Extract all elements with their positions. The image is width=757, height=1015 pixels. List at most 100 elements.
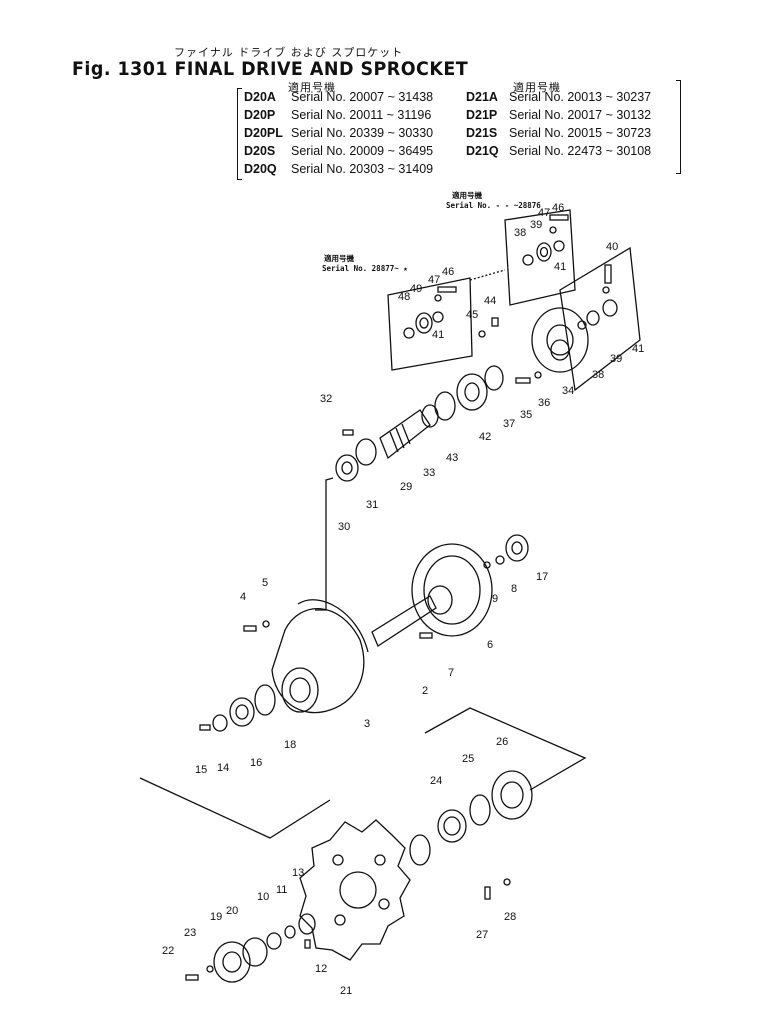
part-18-oring xyxy=(254,684,276,716)
part-label-39: 39 xyxy=(610,353,622,365)
part-label-2: 2 xyxy=(422,685,428,697)
part-label-5: 5 xyxy=(262,577,268,589)
part-label-26: 26 xyxy=(496,736,508,748)
serial-range: Serial No. 20013 ~ 30237 xyxy=(509,90,652,104)
part-11-washer xyxy=(284,925,296,939)
part-label-46: 46 xyxy=(552,202,564,214)
serial-left-row: D20Q Serial No. 20303 ~ 31409 xyxy=(244,162,433,176)
figure-title: Fig. 1301 FINAL DRIVE AND SPROCKET xyxy=(72,58,469,80)
part-label-8: 8 xyxy=(511,583,517,595)
part-label-34: 34 xyxy=(562,385,574,397)
part-31-seal xyxy=(355,438,377,466)
part-label-42: 42 xyxy=(479,431,491,443)
model-code: D20S xyxy=(244,144,276,158)
serial-left-row: D20PL Serial No. 20339 ~ 30330 xyxy=(244,126,433,140)
part-label-41: 41 xyxy=(432,329,444,341)
part-45-plug xyxy=(478,330,486,338)
part-label-27: 27 xyxy=(476,929,488,941)
part-label-47: 47 xyxy=(428,274,440,286)
model-code: D20P xyxy=(244,108,276,122)
model-code: D20PL xyxy=(244,126,283,140)
part-label-28: 28 xyxy=(504,911,516,923)
serial-range: Serial No. 20017 ~ 30132 xyxy=(509,108,652,122)
serial-bracket-left xyxy=(237,88,242,180)
part-17-bearing xyxy=(505,534,529,562)
part-label-44: 44 xyxy=(484,295,496,307)
part-20-gasket xyxy=(242,937,268,967)
serial-range: Serial No. 20015 ~ 30723 xyxy=(509,126,652,140)
part-label-22: 22 xyxy=(162,945,174,957)
part-label-48: 48 xyxy=(398,291,410,303)
part-24-seal xyxy=(437,809,467,843)
part-30-bearing xyxy=(335,454,359,482)
part-label-29: 29 xyxy=(400,481,412,493)
part-49-bearing xyxy=(415,312,433,334)
part-3-housing xyxy=(271,607,365,714)
part-25-oring-left xyxy=(409,834,431,866)
model-code: D21A xyxy=(466,90,498,104)
part-6-gear xyxy=(411,543,493,637)
applicable-label-right: 適用号機 xyxy=(513,81,561,94)
part-19-cover xyxy=(213,941,251,983)
serial-right-row: D21Q Serial No. 22473 ~ 30108 xyxy=(466,144,651,158)
part-29-pinion-shaft xyxy=(379,409,431,460)
part-38-ring xyxy=(522,254,534,266)
part-43-oring xyxy=(434,391,456,421)
serial-range: Serial No. 20011 ~ 31196 xyxy=(291,108,432,122)
inset-left-note-serial: Serial No. 28877~ ★ xyxy=(322,264,408,273)
part-label-25: 25 xyxy=(462,753,474,765)
part-26-hub-housing xyxy=(491,770,533,820)
part-label-40: 40 xyxy=(606,241,618,253)
part-label-37: 37 xyxy=(503,418,515,430)
part-label-41: 41 xyxy=(632,343,644,355)
serial-range: Serial No. 22473 ~ 30108 xyxy=(509,144,652,158)
inset-box-left xyxy=(387,277,473,371)
part-label-46: 46 xyxy=(442,266,454,278)
serial-range: Serial No. 20303 ~ 31409 xyxy=(291,162,434,176)
serial-range: Serial No. 20009 ~ 36495 xyxy=(291,144,434,158)
inset-box-sprocket-hub xyxy=(559,246,641,392)
part-label-12: 12 xyxy=(315,963,327,975)
part-label-36: 36 xyxy=(538,397,550,409)
part-label-13: 13 xyxy=(292,867,304,879)
part-label-3: 3 xyxy=(364,718,370,730)
part-label-23: 23 xyxy=(184,927,196,939)
part-label-43: 43 xyxy=(446,452,458,464)
part-21-sprocket xyxy=(299,819,411,961)
part-34-hub xyxy=(531,307,589,373)
serial-bracket-right xyxy=(676,80,681,174)
part-label-14: 14 xyxy=(217,762,229,774)
inset-right-note-serial: Serial No. - - ~28876 xyxy=(446,201,541,210)
serial-right-row: D21A Serial No. 20013 ~ 30237 xyxy=(466,90,651,104)
part-label-21: 21 xyxy=(340,985,352,997)
inset-left-note-jp: 適用号機 xyxy=(324,254,354,263)
part-42-housing xyxy=(456,373,488,411)
part-label-10: 10 xyxy=(257,891,269,903)
model-code: D21Q xyxy=(466,144,499,158)
model-code: D20Q xyxy=(244,162,277,176)
part-label-39: 39 xyxy=(530,219,542,231)
applicable-label-left: 適用号機 xyxy=(288,81,336,94)
part-label-15: 15 xyxy=(195,764,207,776)
part-label-9: 9 xyxy=(492,593,498,605)
serial-range: Serial No. 20339 ~ 30330 xyxy=(291,126,434,140)
japanese-title: ファイナル ドライブ および スプロケット xyxy=(174,46,404,59)
part-39-bearing xyxy=(536,242,552,262)
inset-box-right xyxy=(504,209,576,306)
part-label-49: 49 xyxy=(410,283,422,295)
part-label-31: 31 xyxy=(366,499,378,511)
part-label-35: 35 xyxy=(520,409,532,421)
part-label-33: 33 xyxy=(423,467,435,479)
part-10-nut xyxy=(266,932,282,950)
part-37-seal xyxy=(484,365,504,391)
part-label-16: 16 xyxy=(250,757,262,769)
part-label-32: 32 xyxy=(320,393,332,405)
serial-range: Serial No. 20007 ~ 31438 xyxy=(291,90,434,104)
part-16-bearing xyxy=(229,697,255,727)
part-label-19: 19 xyxy=(210,911,222,923)
part-label-47: 47 xyxy=(538,207,550,219)
